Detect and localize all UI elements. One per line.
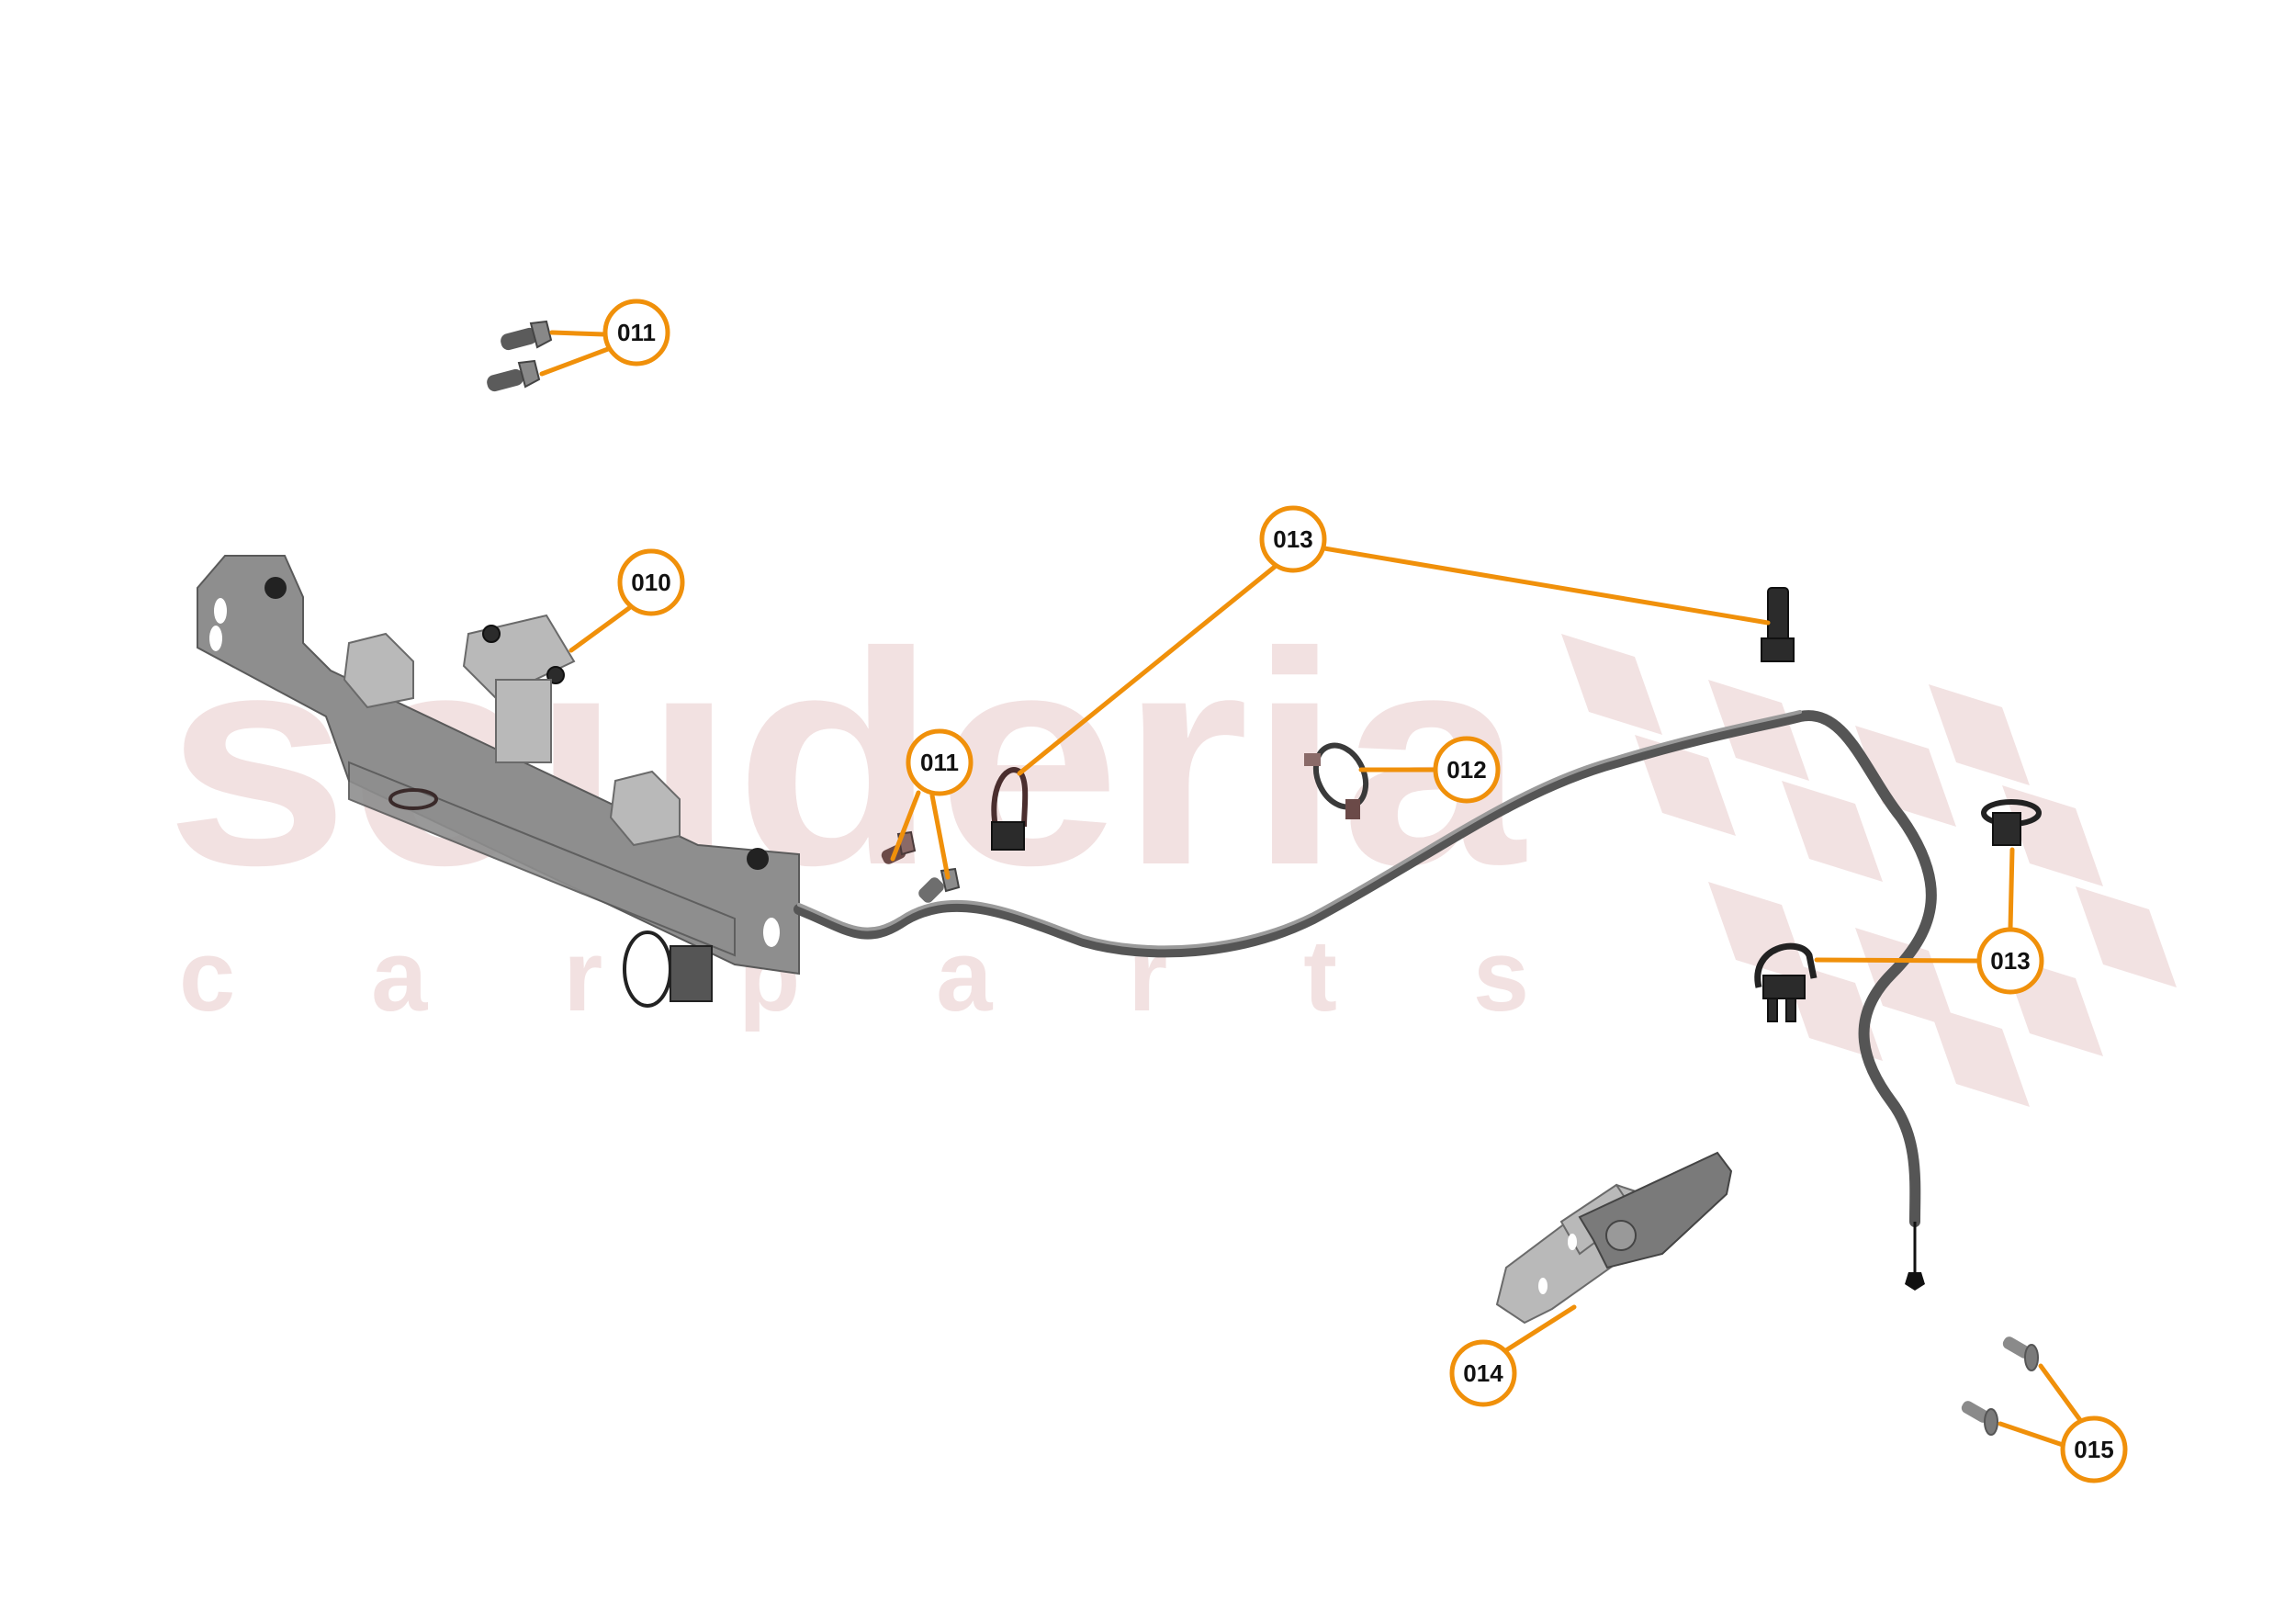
- callout-015[interactable]: 015: [2060, 1415, 2128, 1483]
- cable-clip-lower: [1754, 942, 1818, 1022]
- bolt-pair-top: [487, 320, 553, 392]
- callout-014[interactable]: 014: [1449, 1339, 1517, 1407]
- callout-012[interactable]: 012: [1433, 736, 1501, 804]
- callout-label: 014: [1463, 1359, 1503, 1387]
- cable-clip-right: [1981, 799, 2042, 846]
- cable-clip-top-right: [1761, 587, 1795, 662]
- release-cable: [793, 710, 1937, 1291]
- cable-tie-clamp: [1304, 742, 1369, 819]
- callout-010[interactable]: 010: [617, 548, 685, 616]
- callout-label: 011: [920, 749, 959, 776]
- callout-013-right[interactable]: 013: [1976, 927, 2044, 995]
- callout-label: 010: [631, 569, 670, 596]
- callout-011-top[interactable]: 011: [602, 299, 670, 367]
- screw-pair: [1961, 1336, 2039, 1436]
- callout-label: 013: [1990, 947, 2030, 975]
- callout-leaders: [539, 330, 2083, 1448]
- callout-label: 011: [617, 319, 656, 346]
- callout-label: 012: [1446, 756, 1486, 784]
- watermark-subtitle: c a r p a r t s: [179, 919, 1529, 1032]
- callout-011-middle[interactable]: 011: [906, 728, 974, 796]
- callout-013-top[interactable]: 013: [1259, 505, 1327, 573]
- mechanism-bracket-assembly: [197, 555, 800, 1008]
- callout-label: 015: [2074, 1436, 2113, 1463]
- callout-label: 013: [1273, 525, 1312, 553]
- cable-end-bracket: [1495, 1151, 1733, 1325]
